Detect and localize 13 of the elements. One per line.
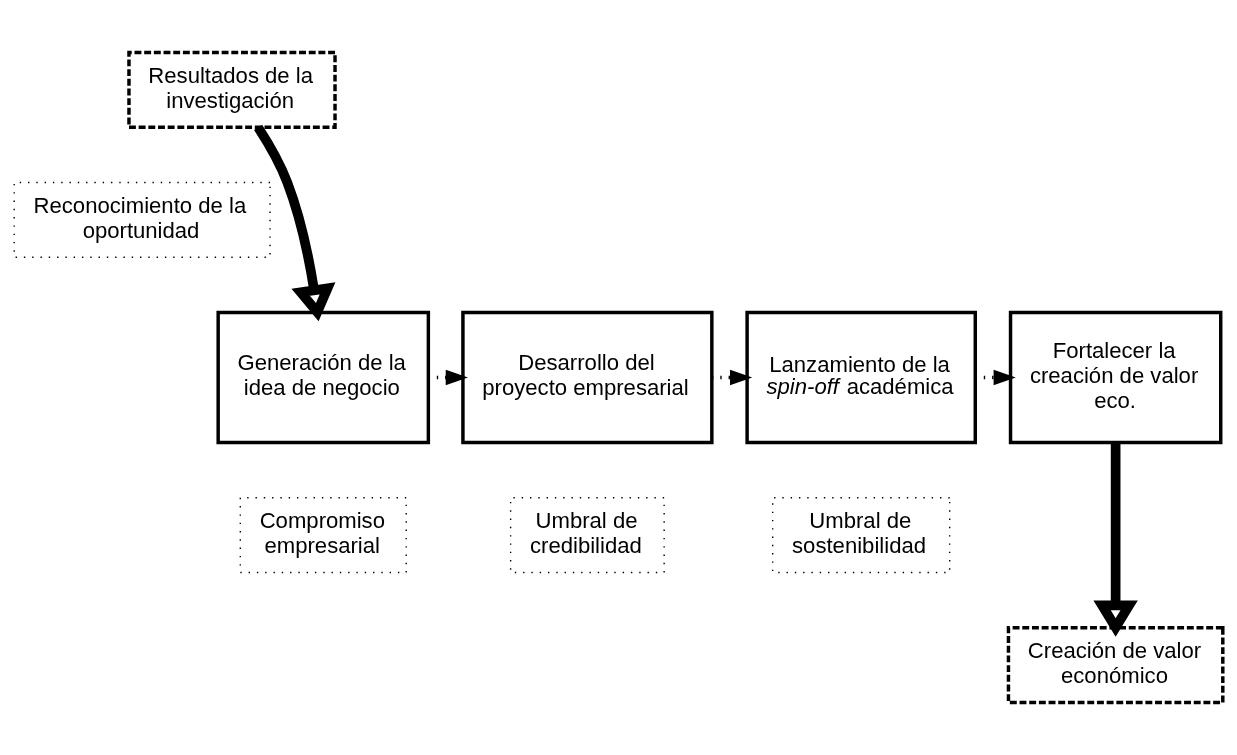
- node-box: Desarrollo del proyecto empresarial: [461, 310, 714, 445]
- node-box: Fortalecer la creación de valor eco.: [1008, 310, 1223, 445]
- node-box: Resultados de la investigación: [127, 50, 337, 129]
- node-box: Reconocimiento de la oportunidad: [13, 181, 271, 258]
- arrow: [712, 369, 753, 386]
- node-box: Umbral de credibilidad: [509, 497, 665, 574]
- node-box: Umbral de sostenibilidad: [772, 497, 951, 574]
- arrow: [254, 124, 336, 322]
- node-box: Compromiso empresarial: [239, 497, 407, 574]
- arrow: [1093, 442, 1138, 637]
- node-box: Creación de valor económico: [1006, 626, 1225, 705]
- node-box: Generación de la idea de negocio: [216, 310, 431, 445]
- node-box: Lanzamiento de la spin-off académica: [745, 310, 977, 445]
